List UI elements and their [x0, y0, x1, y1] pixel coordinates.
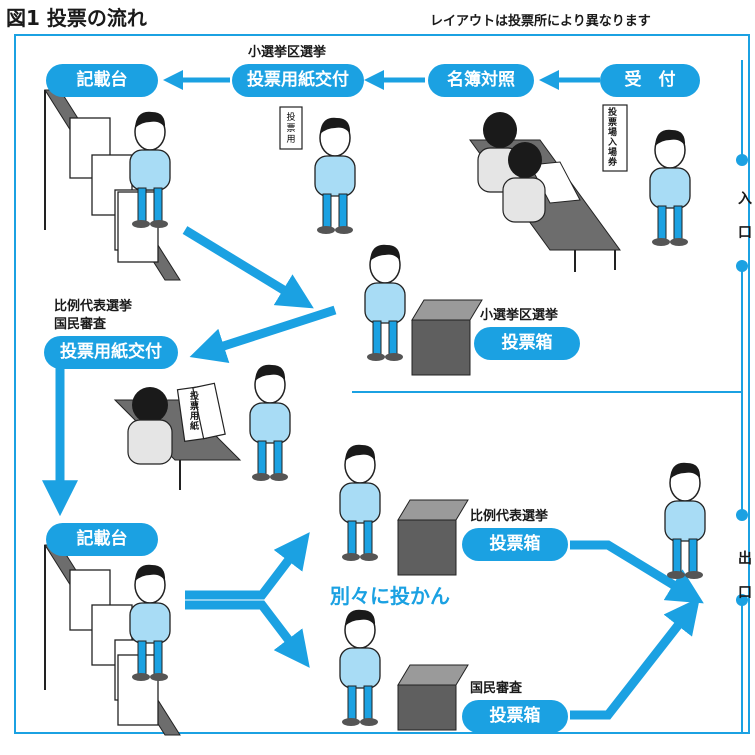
pr-issue-desk-illustration [113, 364, 291, 490]
entrance-label: 入口 [738, 191, 752, 241]
svg-text:票: 票 [286, 123, 295, 134]
reception-pill: 受 付 [600, 64, 700, 97]
pr-box-pill: 投票箱 [462, 528, 568, 561]
leaving-voter [664, 462, 706, 580]
door-markers [736, 154, 748, 606]
single-box-caption: 小選挙区選挙 [480, 308, 559, 323]
arrow-to-pr-box [185, 532, 310, 600]
pr-box-caption: 比例代表選挙 [470, 509, 549, 524]
pr-issue-pill: 投票用紙交付 [44, 336, 178, 369]
ticket-paper-label: 投票場入場券 [608, 108, 618, 168]
writing-desk-2-pill: 記載台 [46, 523, 158, 556]
ballot-paper-label: 投票用紙 [190, 392, 200, 432]
svg-text:投: 投 [286, 111, 295, 123]
pr-issue-caption-1: 比例代表選挙 [54, 299, 133, 314]
pr-box-illustration [339, 444, 469, 576]
arrow-review-to-exit [570, 597, 700, 720]
arrow-pr-to-exit [570, 540, 704, 604]
svg-text:用: 用 [286, 134, 295, 145]
single-box-illustration [364, 244, 483, 376]
writing-desk-2-illustration [44, 544, 181, 736]
exit-label: 出口 [738, 551, 752, 601]
review-box-illustration [339, 609, 469, 731]
diagram-frame [14, 34, 750, 734]
ballot-issuer-illustration: 投 票 用 [279, 106, 356, 235]
single-issue-caption: 小選挙区選挙 [248, 45, 327, 60]
reception-desk-illustration [469, 104, 691, 272]
arrow-to-single-box [182, 226, 314, 309]
separate-insert-note: 別々に投かん [330, 584, 450, 608]
writing-desk-1-illustration [44, 89, 181, 281]
arrow-to-pr-issue [189, 305, 337, 364]
diagram-title: 図1 投票の流れ [6, 6, 147, 30]
pr-issue-caption-2: 国民審査 [54, 317, 107, 332]
writing-desk-1-pill: 記載台 [46, 64, 158, 97]
layout-note: レイアウトは投票所により異なります [430, 14, 651, 29]
roster-check-pill: 名簿対照 [428, 64, 534, 97]
review-box-pill: 投票箱 [462, 700, 568, 733]
arrow-to-review-box [185, 600, 310, 668]
single-box-pill: 投票箱 [474, 327, 580, 360]
single-issue-pill: 投票用紙交付 [232, 64, 364, 97]
review-box-caption: 国民審査 [470, 681, 523, 696]
